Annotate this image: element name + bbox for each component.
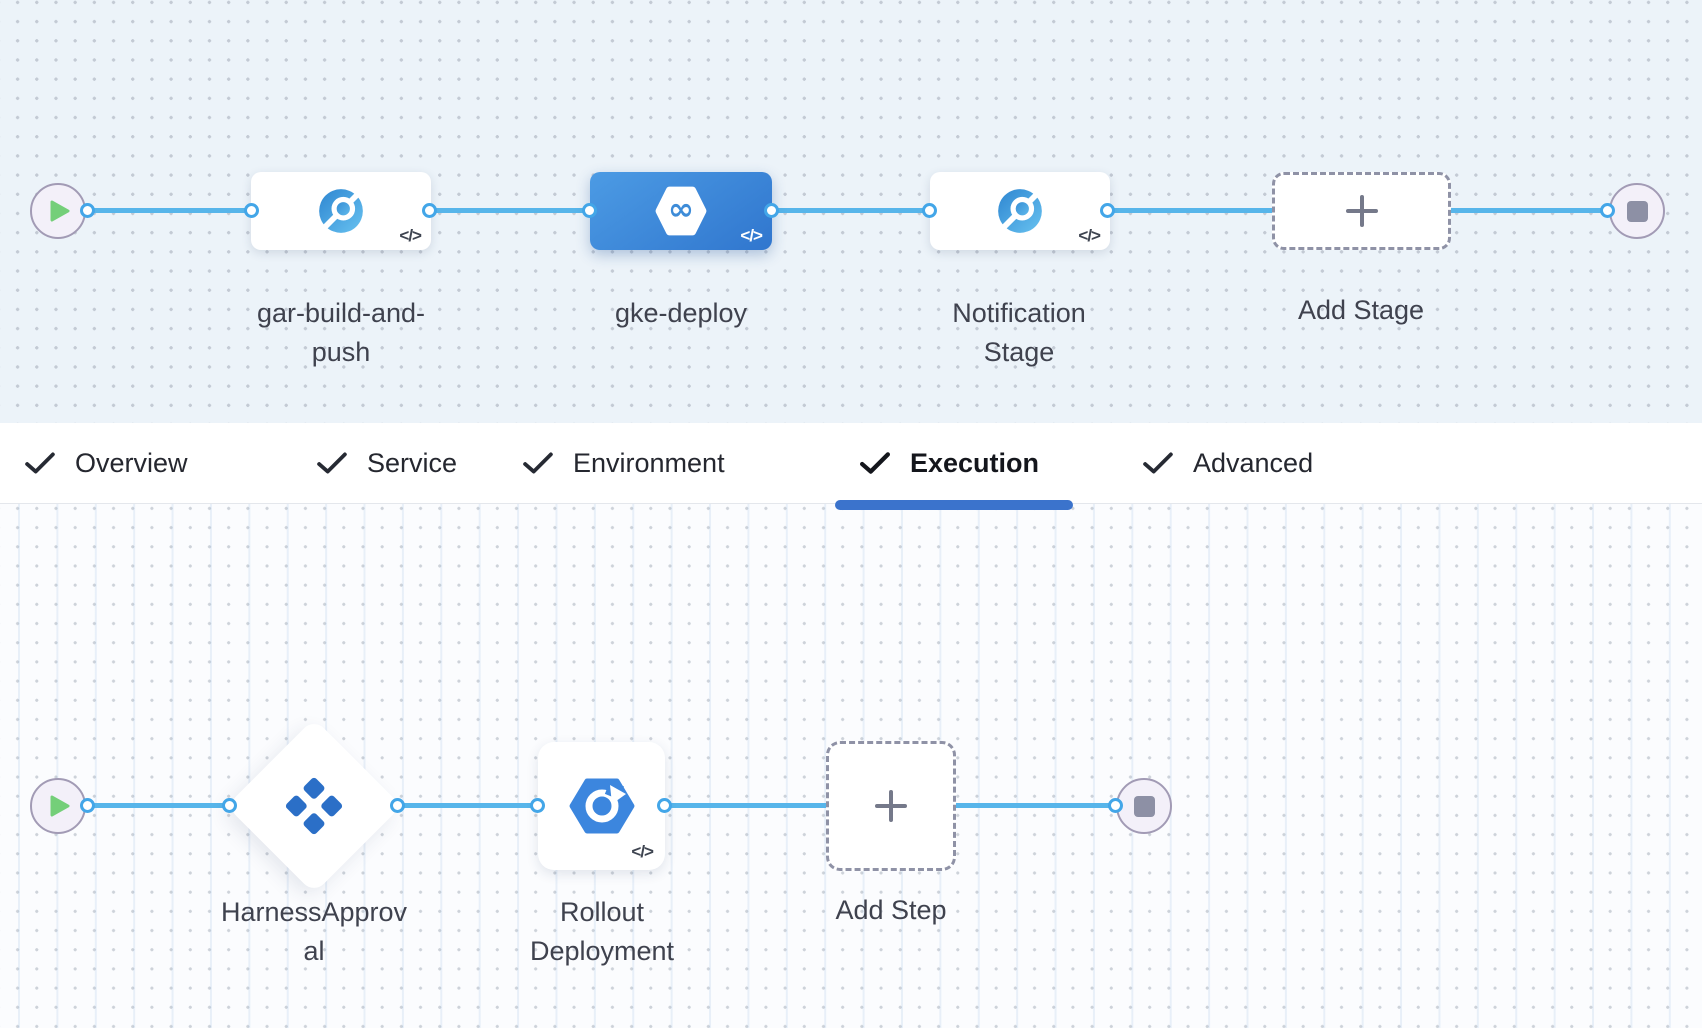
stage-label: Notification Stage: [952, 298, 1086, 367]
ci-build-icon: [319, 189, 363, 233]
gke-rollout-icon: [569, 778, 634, 834]
add-step-button[interactable]: [826, 741, 956, 871]
add-stage-button[interactable]: [1272, 172, 1451, 250]
tab-label: Execution: [910, 447, 1040, 478]
plus-icon: [1345, 195, 1378, 227]
connector-port[interactable]: [390, 798, 405, 813]
connector-port[interactable]: [222, 798, 237, 813]
add-step-label: Add Step: [835, 895, 947, 925]
connector-port[interactable]: [764, 203, 779, 218]
connector-port[interactable]: [922, 203, 937, 218]
check-icon: [317, 452, 347, 474]
play-icon: [50, 795, 70, 817]
connector-port[interactable]: [1108, 798, 1123, 813]
check-icon: [25, 452, 55, 474]
plus-icon: [875, 790, 907, 822]
code-view-badge: </>: [399, 226, 422, 245]
connector-port[interactable]: [657, 798, 672, 813]
tab-execution[interactable]: Execution: [860, 423, 1039, 503]
code-view-badge: </>: [740, 226, 763, 245]
connector-port[interactable]: [244, 203, 259, 218]
tab-environment[interactable]: Environment: [523, 423, 725, 503]
tab-service[interactable]: Service: [317, 423, 457, 503]
tab-label: Service: [367, 447, 458, 478]
stage-card-gke-deploy[interactable]: ∞ </>: [590, 172, 772, 250]
connector-port[interactable]: [1100, 203, 1115, 218]
approval-diamonds-icon: [285, 777, 343, 835]
pipeline-end-node: [1609, 183, 1665, 239]
stage-card-gar-build-and-push[interactable]: </>: [251, 172, 431, 250]
step-rollout-deployment[interactable]: </>: [538, 742, 665, 870]
active-tab-underline: [835, 500, 1073, 510]
tab-advanced[interactable]: Advanced: [1143, 423, 1313, 503]
tab-overview[interactable]: Overview: [25, 423, 188, 503]
tab-label: Environment: [573, 447, 725, 478]
check-icon: [860, 452, 890, 474]
stage-canvas: </> ∞ </> </>: [0, 0, 1702, 423]
connector-port[interactable]: [422, 203, 437, 218]
connector-port[interactable]: [80, 798, 95, 813]
execution-start-node: [30, 778, 86, 834]
tab-label: Overview: [75, 447, 188, 478]
add-stage-label: Add Stage: [1297, 295, 1425, 325]
code-view-badge: </>: [1078, 226, 1101, 245]
execution-canvas: </> HarnessApproval Rollout Deployment A…: [0, 504, 1702, 1028]
stage-config-tabbar: Overview Service Environment Execution A: [0, 423, 1702, 510]
execution-end-node: [1116, 778, 1172, 834]
pipeline-start-node: [30, 183, 86, 239]
play-icon: [50, 200, 70, 222]
step-label: HarnessApproval: [220, 897, 408, 966]
cd-hexagon-infinity-icon: ∞: [655, 186, 707, 236]
tab-label: Advanced: [1193, 447, 1314, 478]
stage-label: gar-build-and-push: [256, 298, 426, 367]
connector-port[interactable]: [530, 798, 545, 813]
stop-icon: [1626, 200, 1648, 222]
stage-card-notification-stage[interactable]: </>: [930, 172, 1110, 250]
stage-flow-connector: [58, 208, 1638, 213]
connector-port[interactable]: [1600, 203, 1615, 218]
svg-text:∞: ∞: [668, 191, 694, 227]
stage-label: gke-deploy: [614, 298, 748, 328]
ci-build-icon: [998, 189, 1042, 233]
check-icon: [1143, 452, 1173, 474]
step-label: Rollout Deployment: [529, 897, 675, 966]
connector-port[interactable]: [80, 203, 95, 218]
stop-icon: [1133, 795, 1155, 817]
code-view-badge: </>: [631, 842, 654, 861]
check-icon: [523, 452, 553, 474]
connector-port[interactable]: [582, 203, 597, 218]
